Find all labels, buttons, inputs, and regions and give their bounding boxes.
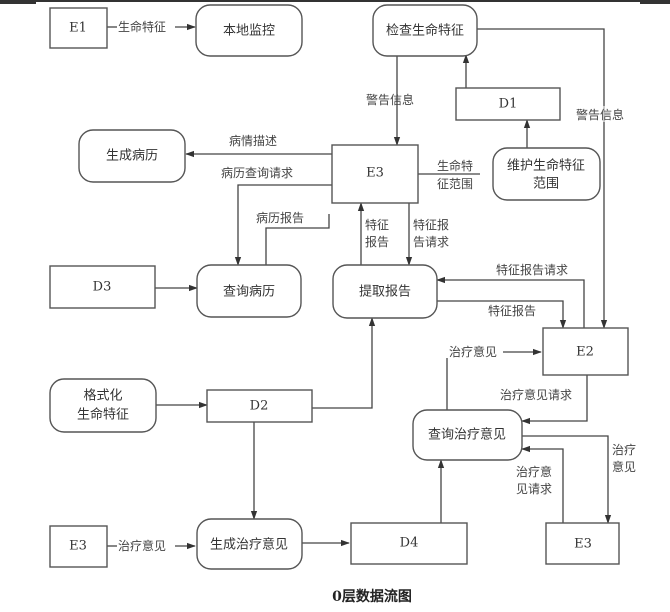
flow-query-record-to-e3 <box>265 214 330 265</box>
node-gen-record[interactable]: 生成病历 <box>78 129 186 183</box>
node-e3-bottom-left-label: E3 <box>69 539 87 554</box>
node-format-label-2: 生命特征 <box>77 407 129 423</box>
flow-label-feature-report-e2: 特征报告 <box>488 303 536 318</box>
flow-label-vital-range-1: 生命特 <box>437 158 473 173</box>
flow-e3-to-query-record <box>234 184 332 266</box>
node-e2-label: E2 <box>576 345 594 360</box>
node-format-vitals[interactable]: 格式化 生命特征 <box>49 378 157 433</box>
flow-e2-to-query-treatment <box>521 375 588 425</box>
node-query-record[interactable]: 查询病历 <box>196 264 302 318</box>
flow-label-warning-right: 警告信息 <box>576 107 624 122</box>
flow-label-condition-desc: 病情描述 <box>229 133 277 148</box>
flow-check-to-e2-warning <box>477 28 608 329</box>
node-gen-treatment[interactable]: 生成治疗意见 <box>196 518 303 570</box>
node-e1[interactable]: E1 <box>49 7 108 49</box>
flow-label-feature-report-req-e2: 特征报告请求 <box>496 262 568 277</box>
node-format-label-1: 格式化 <box>83 388 122 404</box>
node-check-vitals[interactable]: 检查生命特征 <box>372 4 478 57</box>
node-maintain-range[interactable]: 维护生命特征 范围 <box>492 147 601 201</box>
node-local-monitor-label: 本地监控 <box>223 24 275 39</box>
node-d1[interactable]: D1 <box>455 87 561 121</box>
node-e3-bottom-right[interactable]: E3 <box>545 522 620 565</box>
node-d2[interactable]: D2 <box>206 389 313 423</box>
flow-label-treatment-req-e3-2: 见请求 <box>516 482 552 496</box>
node-maintain-range-label-1: 维护生命特征 <box>507 158 585 174</box>
flow-label-feature-report-req-1: 特征报 <box>413 217 449 232</box>
node-e1-label: E1 <box>69 21 87 36</box>
node-d4[interactable]: D4 <box>350 522 468 565</box>
node-e3-bottom-left[interactable]: E3 <box>49 525 108 568</box>
node-extract-report[interactable]: 提取报告 <box>332 264 438 319</box>
flow-e3-to-query-treatment <box>521 445 564 523</box>
node-e3-center[interactable]: E3 <box>331 144 419 204</box>
flow-label-record-report: 病历报告 <box>256 210 304 225</box>
diagram-caption: 0层数据流图 <box>332 588 412 605</box>
node-check-vitals-label: 检查生命特征 <box>386 23 464 39</box>
flow-d2-to-extract <box>312 317 376 409</box>
node-d3[interactable]: D3 <box>49 265 156 309</box>
node-query-treatment-label: 查询治疗意见 <box>428 427 506 443</box>
node-query-record-label: 查询病历 <box>223 285 275 300</box>
node-gen-record-label: 生成病历 <box>106 149 158 164</box>
node-maintain-range-label-2: 范围 <box>533 177 559 192</box>
flow-label-feature-report-up-2: 报告 <box>365 234 389 249</box>
node-gen-treatment-label: 生成治疗意见 <box>210 537 288 553</box>
flow-label-treatment-req-from-e2: 治疗意见请求 <box>500 387 572 402</box>
node-e3-center-label: E3 <box>366 166 384 181</box>
flow-label-warning-left: 警告信息 <box>366 92 414 107</box>
flow-label-feature-report-up-1: 特征 <box>365 217 389 232</box>
flow-label-feature-report-req-2: 告请求 <box>413 235 449 249</box>
flow-e2-to-extract <box>436 276 585 328</box>
flow-label-treatment-to-e2: 治疗意见 <box>449 344 497 359</box>
flow-label-treatment-in: 治疗意见 <box>118 538 166 553</box>
node-e2[interactable]: E2 <box>542 327 629 376</box>
flow-label-vitals: 生命特征 <box>118 19 166 34</box>
node-d1-label: D1 <box>499 97 518 112</box>
node-e3-bottom-right-label: E3 <box>574 537 592 552</box>
flow-label-vital-range-2: 征范围 <box>437 177 473 191</box>
node-d4-label: D4 <box>400 536 419 551</box>
node-d3-label: D3 <box>93 280 112 295</box>
node-extract-report-label: 提取报告 <box>359 284 411 300</box>
node-d2-label: D2 <box>250 399 269 414</box>
flow-label-treatment-to-e3-2: 意见 <box>612 459 636 474</box>
flow-label-treatment-req-e3-1: 治疗意 <box>516 464 552 479</box>
flow-query-treatment-to-e3 <box>522 435 612 524</box>
node-query-treatment[interactable]: 查询治疗意见 <box>412 409 523 461</box>
flow-label-treatment-to-e3-1: 治疗 <box>612 443 636 457</box>
node-local-monitor[interactable]: 本地监控 <box>195 4 303 57</box>
flow-label-record-query-req: 病历查询请求 <box>221 165 293 180</box>
flow-extract-to-e2 <box>437 300 567 329</box>
